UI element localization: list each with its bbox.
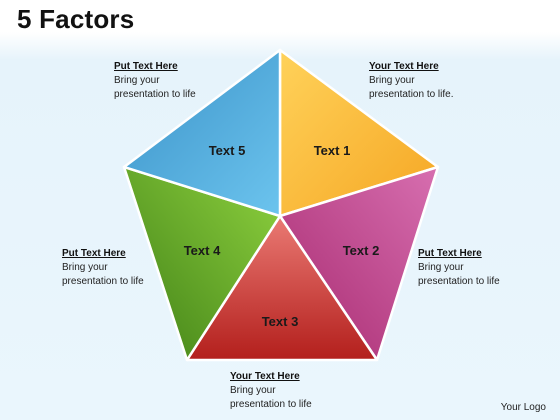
callout-line: Bring your	[418, 262, 464, 273]
callout-line: presentation to life.	[369, 89, 454, 100]
segment-label-2: Text 2	[343, 243, 380, 258]
slide-title: 5 Factors	[17, 4, 135, 34]
callout-heading: Your Text Here	[369, 61, 439, 72]
segment-label-1: Text 1	[314, 143, 351, 158]
segment-text-5	[122, 48, 282, 218]
callout-line: Bring your	[114, 75, 160, 86]
logo-placeholder: Your Logo	[500, 402, 546, 413]
segment-label-3: Text 3	[262, 314, 299, 329]
segment-label-5: Text 5	[209, 143, 246, 158]
callout-heading: Put Text Here	[62, 248, 126, 259]
callout-heading: Put Text Here	[418, 248, 482, 259]
callout-line: presentation to life	[114, 89, 196, 100]
callout-line: presentation to life	[62, 276, 144, 287]
callout-text-3: Your Text Here Bring your presentation t…	[230, 370, 312, 412]
callout-text-2: Put Text Here Bring your presentation to…	[418, 247, 500, 289]
callout-line: Bring your	[230, 385, 276, 396]
callout-text-4: Put Text Here Bring your presentation to…	[62, 247, 144, 289]
segment-label-4: Text 4	[184, 243, 221, 258]
callout-line: Bring your	[62, 262, 108, 273]
callout-line: Bring your	[369, 75, 415, 86]
callout-line: presentation to life	[418, 276, 500, 287]
callout-heading: Your Text Here	[230, 371, 300, 382]
callout-heading: Put Text Here	[114, 61, 178, 72]
callout-text-5: Put Text Here Bring your presentation to…	[114, 60, 196, 102]
callout-line: presentation to life	[230, 399, 312, 410]
callout-text-1: Your Text Here Bring your presentation t…	[369, 60, 454, 102]
